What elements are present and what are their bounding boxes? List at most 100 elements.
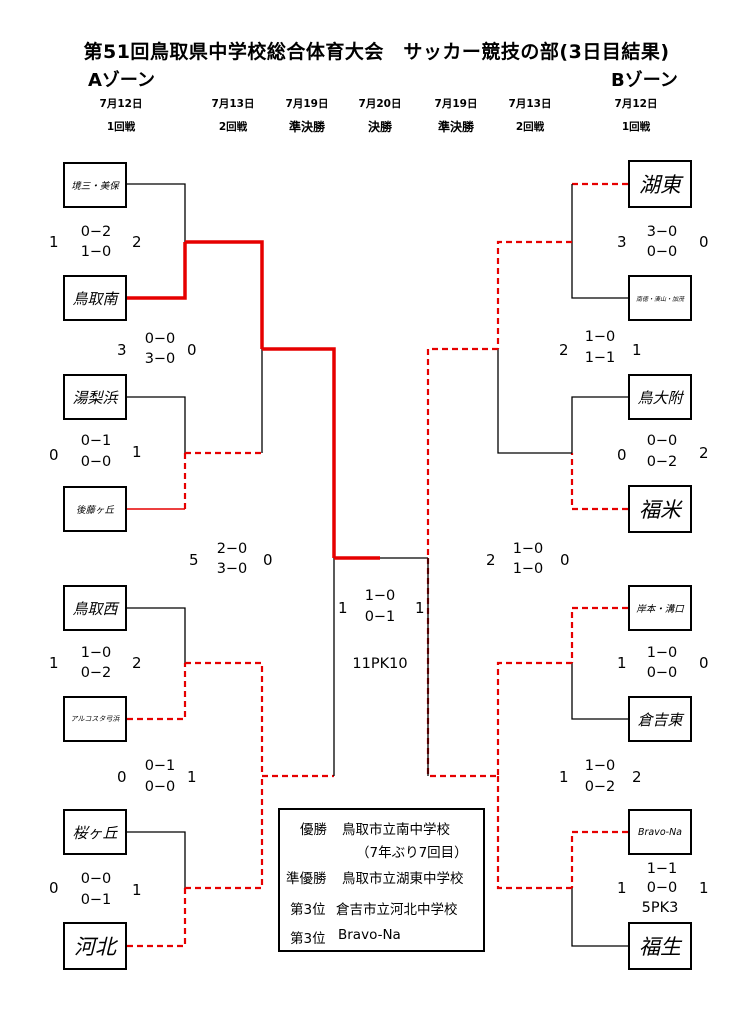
score-total: 1	[132, 443, 142, 461]
bracket-line	[496, 661, 572, 776]
bracket-line	[571, 888, 628, 947]
bracket-line	[571, 663, 628, 720]
date-header: 7月19日	[285, 98, 329, 110]
score-half: 0−2	[80, 224, 112, 240]
score-half: 0−2	[80, 665, 112, 681]
round-header: 2回戦	[515, 121, 545, 133]
score-half: 0−0	[144, 779, 176, 795]
bracket-line	[426, 558, 498, 778]
round-header: 2回戦	[218, 121, 248, 133]
score-half: 1−0	[512, 561, 544, 577]
score-total: 2	[699, 444, 709, 462]
bracket-line	[497, 349, 572, 454]
result-value: （7年ぶり7回目）	[356, 845, 468, 861]
score-total: 1	[559, 768, 569, 786]
team-box-a4: 後藤ヶ丘	[63, 486, 127, 532]
date-header: 7月13日	[211, 98, 255, 110]
score-half: 0−1	[364, 609, 396, 625]
bracket-line	[426, 347, 498, 558]
score-total: 0	[117, 768, 127, 786]
score-total: 1	[187, 768, 197, 786]
score-half: 1−1	[646, 861, 678, 877]
score-half: 1−0	[364, 588, 396, 604]
bracket-line	[571, 184, 628, 299]
date-header: 7月12日	[99, 98, 143, 110]
team-box-b8: 福生	[628, 922, 692, 970]
round-header: 1回戦	[106, 121, 136, 133]
score-total: 2	[132, 233, 142, 251]
score-half: 1−0	[80, 244, 112, 260]
result-label: 優勝	[300, 822, 327, 838]
score-total: 2	[632, 768, 642, 786]
round-header: 準決勝	[437, 120, 474, 134]
score-total: 0	[49, 879, 59, 897]
bracket-line	[262, 347, 336, 558]
result-value: 倉吉市立河北中学校	[336, 902, 458, 918]
team-box-b7: Bravo-Na	[628, 809, 692, 855]
bracket-line	[127, 183, 186, 242]
bracket-line	[185, 661, 264, 776]
score-half: 1−0	[646, 645, 678, 661]
bracket-line	[127, 663, 187, 721]
bracket-line	[570, 830, 628, 888]
score-total: 1	[617, 879, 627, 897]
page-title: 第51回鳥取県中学校総合体育大会 サッカー競技の部(3日目結果)	[83, 41, 670, 63]
bracket-line	[571, 396, 628, 453]
score-half: 1−0	[80, 645, 112, 661]
result-value: 鳥取市立南中学校	[342, 822, 450, 838]
team-box-b1: 湖東	[628, 160, 692, 208]
score-half: 0−0	[646, 665, 678, 681]
result-label: 第3位	[290, 931, 326, 947]
team-box-b2: 南徳・湊山・加茂	[628, 275, 692, 321]
score-half: 3−0	[216, 561, 248, 577]
team-box-a8: 河北	[63, 922, 127, 970]
score-total: 2	[132, 654, 142, 672]
score-half: 0−0	[80, 871, 112, 887]
score-total: 1	[49, 233, 59, 251]
bracket-line	[127, 831, 186, 888]
bracket-line	[570, 606, 628, 663]
zone-b-label: Bゾーン	[611, 70, 678, 91]
score-total: 1	[632, 341, 642, 359]
bracket-line	[570, 453, 628, 511]
score-total: 0	[49, 446, 59, 464]
bracket-line	[127, 607, 186, 663]
team-box-b5: 岸本・溝口	[628, 585, 692, 631]
score-total: 0	[699, 654, 709, 672]
team-box-a1: 境三・美保	[63, 162, 127, 208]
bracket-line	[127, 242, 187, 300]
date-header: 7月13日	[508, 98, 552, 110]
round-header: 1回戦	[621, 121, 651, 133]
score-total: 0	[263, 551, 273, 569]
score-half: 0−1	[144, 758, 176, 774]
score-total: 0	[560, 551, 570, 569]
result-value: Bravo-Na	[338, 927, 401, 943]
bracket-line	[127, 396, 186, 453]
team-box-a3: 湯梨浜	[63, 374, 127, 420]
score-half: 0−0	[144, 331, 176, 347]
result-label: 第3位	[290, 902, 326, 918]
bracket-line	[185, 240, 264, 349]
score-total: 2	[486, 551, 496, 569]
score-half: 0−0	[80, 454, 112, 470]
date-header: 7月20日	[358, 98, 402, 110]
score-total: 1	[415, 599, 425, 617]
score-half: 1−1	[584, 350, 616, 366]
score-total: 1	[617, 654, 627, 672]
zone-a-label: Aゾーン	[88, 70, 156, 91]
score-total: 0	[699, 233, 709, 251]
score-half: 0−0	[646, 433, 678, 449]
score-half: 1−0	[584, 329, 616, 345]
score-total: 5	[189, 551, 199, 569]
score-total: 0	[187, 341, 197, 359]
score-total: 3	[117, 341, 127, 359]
score-half: 0−1	[80, 433, 112, 449]
score-total: 1	[49, 654, 59, 672]
score-half: 2−0	[216, 541, 248, 557]
score-half: 0−2	[646, 454, 678, 470]
date-header: 7月12日	[614, 98, 658, 110]
result-label: 準優勝	[286, 871, 327, 887]
score-pk: 11PK10	[352, 656, 408, 672]
score-half: 0−0	[646, 244, 678, 260]
